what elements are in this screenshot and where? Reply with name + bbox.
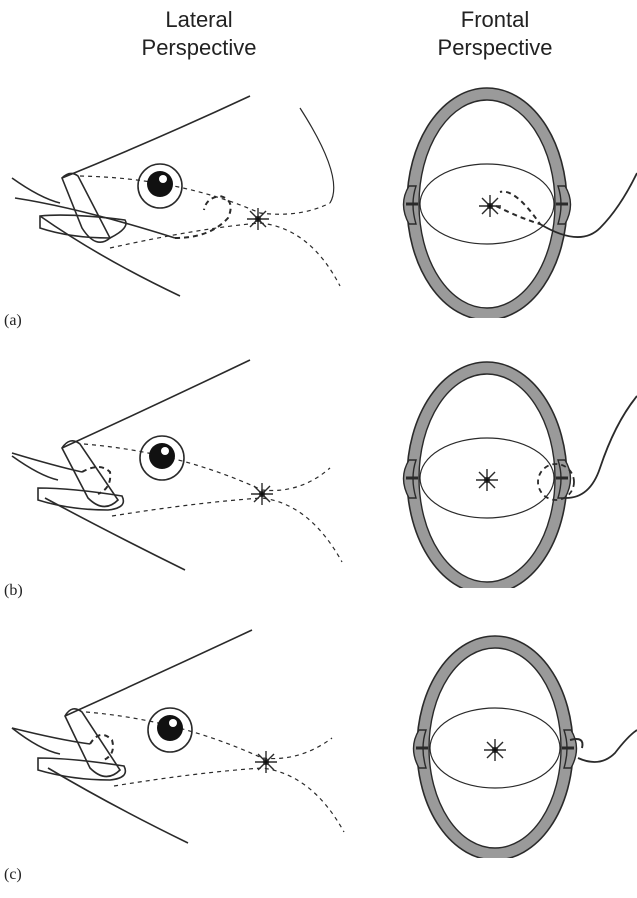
- fish-eye-pupil: [149, 443, 175, 469]
- frontal-perspective-header: Frontal Perspective: [385, 6, 605, 62]
- frontal-header-line2: Perspective: [385, 34, 605, 62]
- lateral-header-line1: Lateral: [89, 6, 309, 34]
- lateral-perspective-header: Lateral Perspective: [89, 6, 309, 62]
- fish-lower-jaw: [40, 215, 126, 238]
- mouth-cavity-upper: [80, 176, 330, 214]
- panel-c: [0, 618, 637, 898]
- panel-c-drawing: [0, 618, 637, 858]
- mouth-cavity-lower: [112, 498, 342, 562]
- panel-label-a: (a): [4, 312, 22, 330]
- throat-star-marker: [251, 483, 273, 505]
- mouth-cavity-upper: [84, 444, 330, 491]
- panel-b-drawing: [0, 348, 637, 588]
- frontal-fishing-line: [578, 730, 637, 762]
- frontal-star-marker: [484, 739, 506, 761]
- fish-dorsal-outline: [62, 360, 250, 448]
- fish-eye-pupil: [147, 171, 173, 197]
- throat-star-marker: [255, 751, 277, 773]
- frontal-fishing-line: [566, 396, 637, 498]
- gill-line: [300, 108, 334, 203]
- fish-dorsal-outline: [62, 96, 250, 178]
- hook-path-dashed: [175, 196, 231, 238]
- fish-eye-pupil: [157, 715, 183, 741]
- mouth-cavity-lower: [110, 223, 340, 286]
- panel-b: [0, 348, 637, 628]
- fish-lower-jaw: [38, 488, 123, 510]
- fish-dorsal-outline: [65, 630, 252, 716]
- fish-ventral-outline: [40, 216, 180, 296]
- hook-path-dashed: [82, 467, 110, 494]
- panel-label-c: (c): [4, 866, 22, 884]
- panel-label-b: (b): [4, 582, 23, 600]
- fishing-line: [15, 198, 175, 238]
- panel-a-drawing: [0, 78, 637, 318]
- mouth-cavity-upper: [86, 712, 332, 759]
- fish-throat-outline: [12, 728, 60, 754]
- throat-star-marker: [247, 208, 269, 230]
- frontal-star-marker: [476, 469, 498, 491]
- panel-a: [0, 78, 637, 358]
- hook-path-dashed: [90, 735, 113, 760]
- frontal-header-line1: Frontal: [385, 6, 605, 34]
- lateral-header-line2: Perspective: [89, 34, 309, 62]
